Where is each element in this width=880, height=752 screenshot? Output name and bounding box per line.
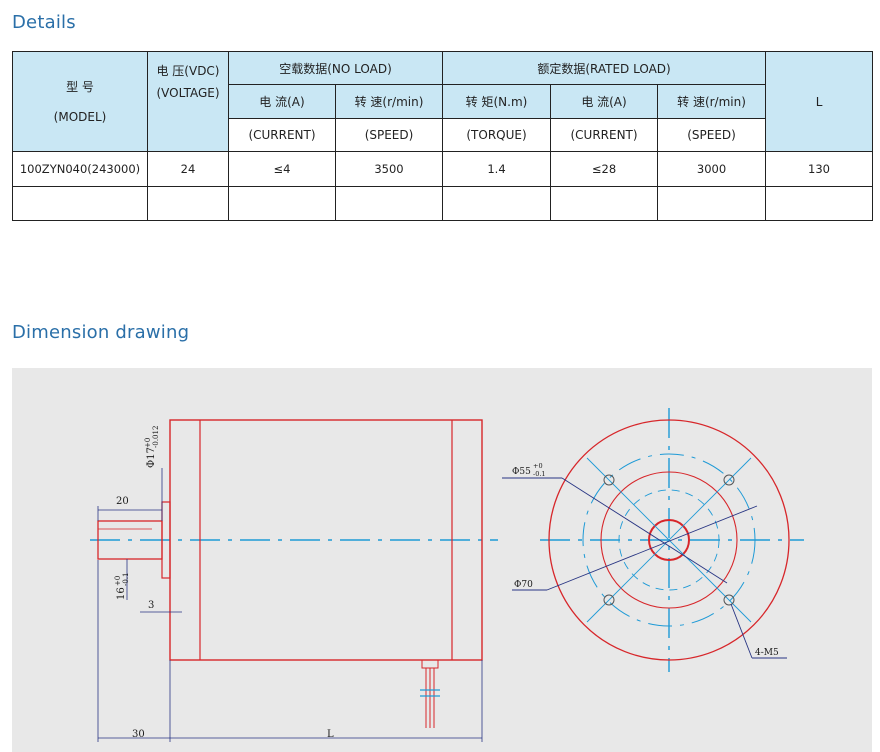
dim-body-len: L xyxy=(327,729,334,740)
dim-shaft-dia-tol-bottom: -0.012 xyxy=(152,426,160,448)
dim-front-len: 30 xyxy=(132,729,145,740)
header-torque-cn: 转 矩(N.m) xyxy=(442,84,552,119)
table-row-empty xyxy=(12,186,874,221)
header-no-load: 空载数据(NO LOAD) xyxy=(227,51,444,85)
header-noload-speed-cn: 转 速(r/min) xyxy=(334,84,444,119)
header-rated-current-cn: 电 流(A) xyxy=(550,84,659,119)
dim-flat-group: 16 +0 -0.1 xyxy=(114,573,130,601)
header-rated-speed-cn: 转 速(r/min) xyxy=(657,84,767,119)
side-view: 20 3 30 L Φ17 +0 -0.012 16 +0 -0.1 xyxy=(90,419,498,742)
cell-length: 130 xyxy=(765,151,874,187)
side-dimensions xyxy=(97,468,483,742)
front-leaders xyxy=(502,477,787,659)
shaft-circle xyxy=(648,519,690,561)
outer-flange-circle xyxy=(548,419,790,661)
dim-shaft-dia-group: Φ17 +0 -0.012 xyxy=(144,426,160,468)
header-noload-current-en: (CURRENT) xyxy=(228,118,336,152)
cell-torque: 1.4 xyxy=(442,151,552,187)
dim-pilot-dia: Φ55 xyxy=(512,467,531,477)
dim-shaft-dia-tol-top: +0 xyxy=(144,438,152,448)
dimension-drawing: 20 3 30 L Φ17 +0 -0.012 16 +0 -0.1 xyxy=(12,368,872,752)
cell-voltage: 24 xyxy=(147,151,229,187)
dim-shaft-dia: Φ17 xyxy=(146,447,157,468)
dimension-heading: Dimension drawing xyxy=(12,322,190,343)
dim-pilot-dia-tol-bottom: -0.1 xyxy=(533,470,546,478)
dim-pilot-dia-tol-top: +0 xyxy=(533,462,543,470)
dim-flat: 16 xyxy=(116,587,127,600)
pilot-circle xyxy=(600,471,738,609)
header-noload-speed-en: (SPEED) xyxy=(334,118,444,152)
dim-flat-tol-top: +0 xyxy=(114,576,122,586)
table-row: 100ZYN040(243000) 24 ≤4 3500 1.4 ≤28 300… xyxy=(12,151,874,187)
details-heading: Details xyxy=(12,12,76,33)
header-rated-speed-en: (SPEED) xyxy=(657,118,767,152)
cell-rated-speed: 3000 xyxy=(657,151,767,187)
header-voltage: 电 压(VDC) (VOLTAGE) xyxy=(147,51,229,152)
dim-pilot: 3 xyxy=(148,600,154,611)
header-rated-load: 额定数据(RATED LOAD) xyxy=(442,51,767,85)
header-model: 型 号 (MODEL) xyxy=(12,51,148,152)
cable-gland xyxy=(421,659,439,669)
header-torque-en: (TORQUE) xyxy=(442,118,552,152)
inner-circle xyxy=(618,489,720,591)
spec-table: 型 号 (MODEL) 电 压(VDC) (VOLTAGE) 空载数据(NO L… xyxy=(12,51,874,221)
header-length: L xyxy=(765,51,874,152)
dim-bolt-circle: Φ70 xyxy=(514,580,533,590)
dim-holes: 4-M5 xyxy=(755,648,779,658)
dim-flat-tol-bottom: -0.1 xyxy=(122,573,130,587)
cell-noload-speed: 3500 xyxy=(334,151,444,187)
cell-noload-current: ≤4 xyxy=(228,151,336,187)
shaft xyxy=(97,520,163,560)
front-view: Φ55 +0 -0.1 Φ70 4-M5 xyxy=(502,408,804,672)
bolt-circle xyxy=(582,453,756,627)
cell-rated-current: ≤28 xyxy=(550,151,659,187)
header-rated-current-en: (CURRENT) xyxy=(550,118,659,152)
mounting-holes xyxy=(603,474,735,606)
cell-model: 100ZYN040(243000) xyxy=(12,151,148,187)
dim-shaft-len: 20 xyxy=(116,496,129,507)
drawing-svg: 20 3 30 L Φ17 +0 -0.012 16 +0 -0.1 xyxy=(90,408,804,742)
header-noload-current-cn: 电 流(A) xyxy=(228,84,336,119)
